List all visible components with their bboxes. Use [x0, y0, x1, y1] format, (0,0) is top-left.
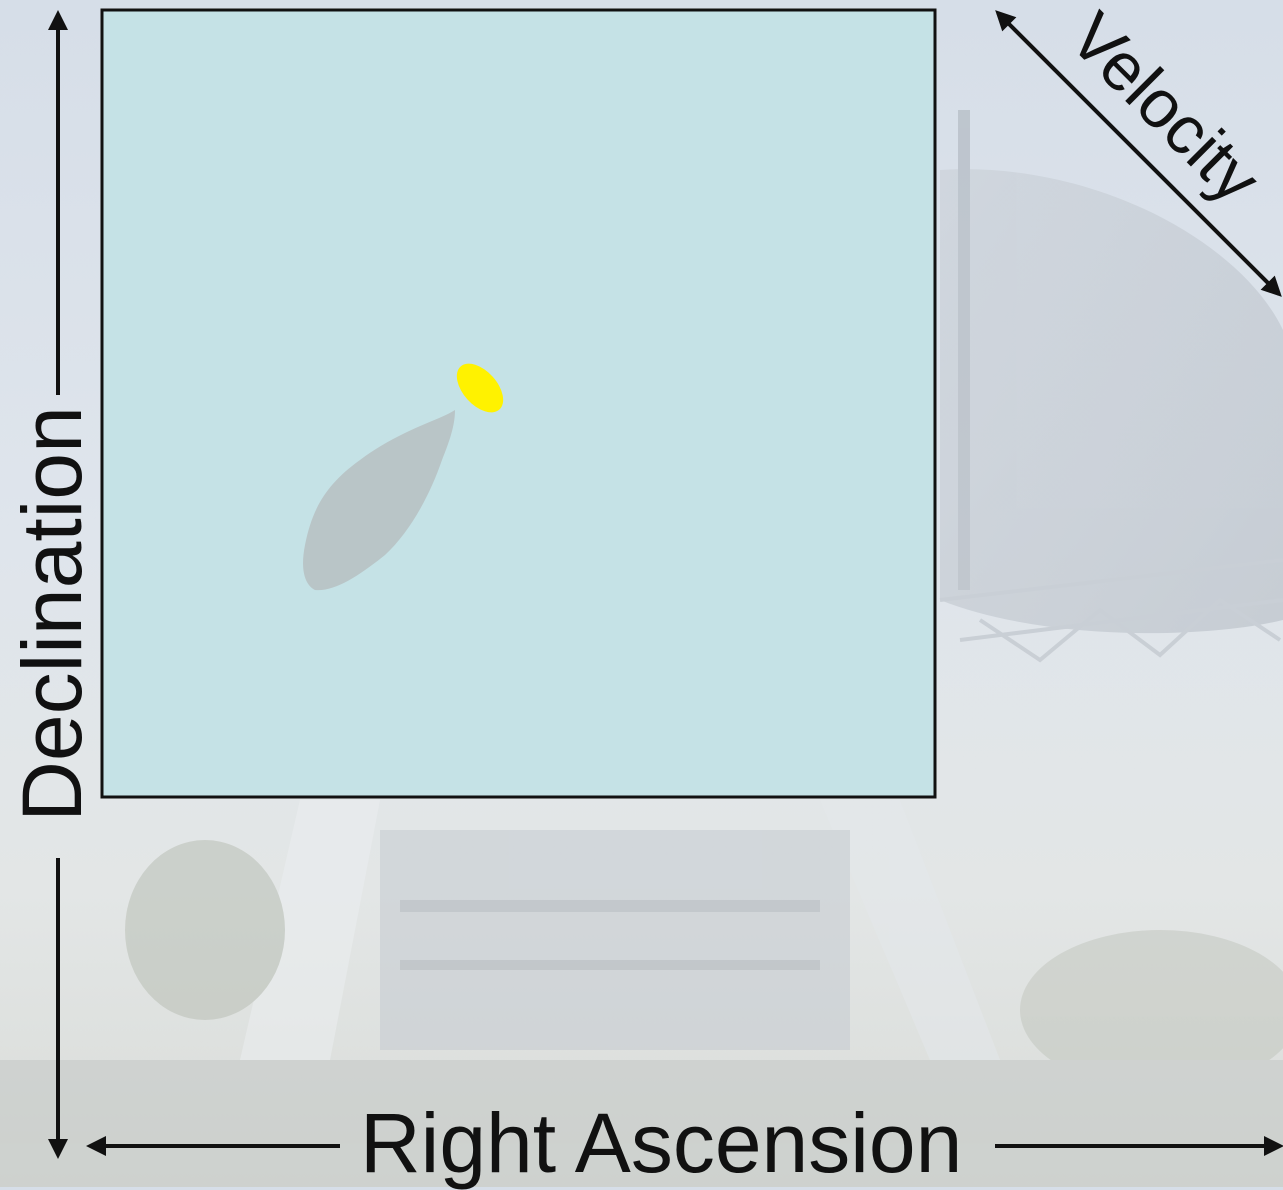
telescope-feed-mast — [958, 110, 970, 590]
ground — [0, 1060, 1283, 1187]
velocity-arrow — [995, 10, 1282, 297]
telescope-platform — [380, 830, 850, 1050]
trees-left — [125, 840, 285, 1020]
telescope-background — [0, 110, 1283, 1187]
trees-right — [1020, 930, 1283, 1090]
declination-label: Declination — [5, 406, 99, 822]
data-cube-face — [100, 8, 937, 799]
bright-source — [456, 363, 504, 413]
telescope-mount — [240, 800, 380, 1060]
diffuse-emission — [303, 410, 455, 591]
right-ascension-label: Right Ascension — [360, 1096, 963, 1190]
telescope-truss — [939, 558, 1283, 663]
telescope-dish — [940, 169, 1283, 634]
